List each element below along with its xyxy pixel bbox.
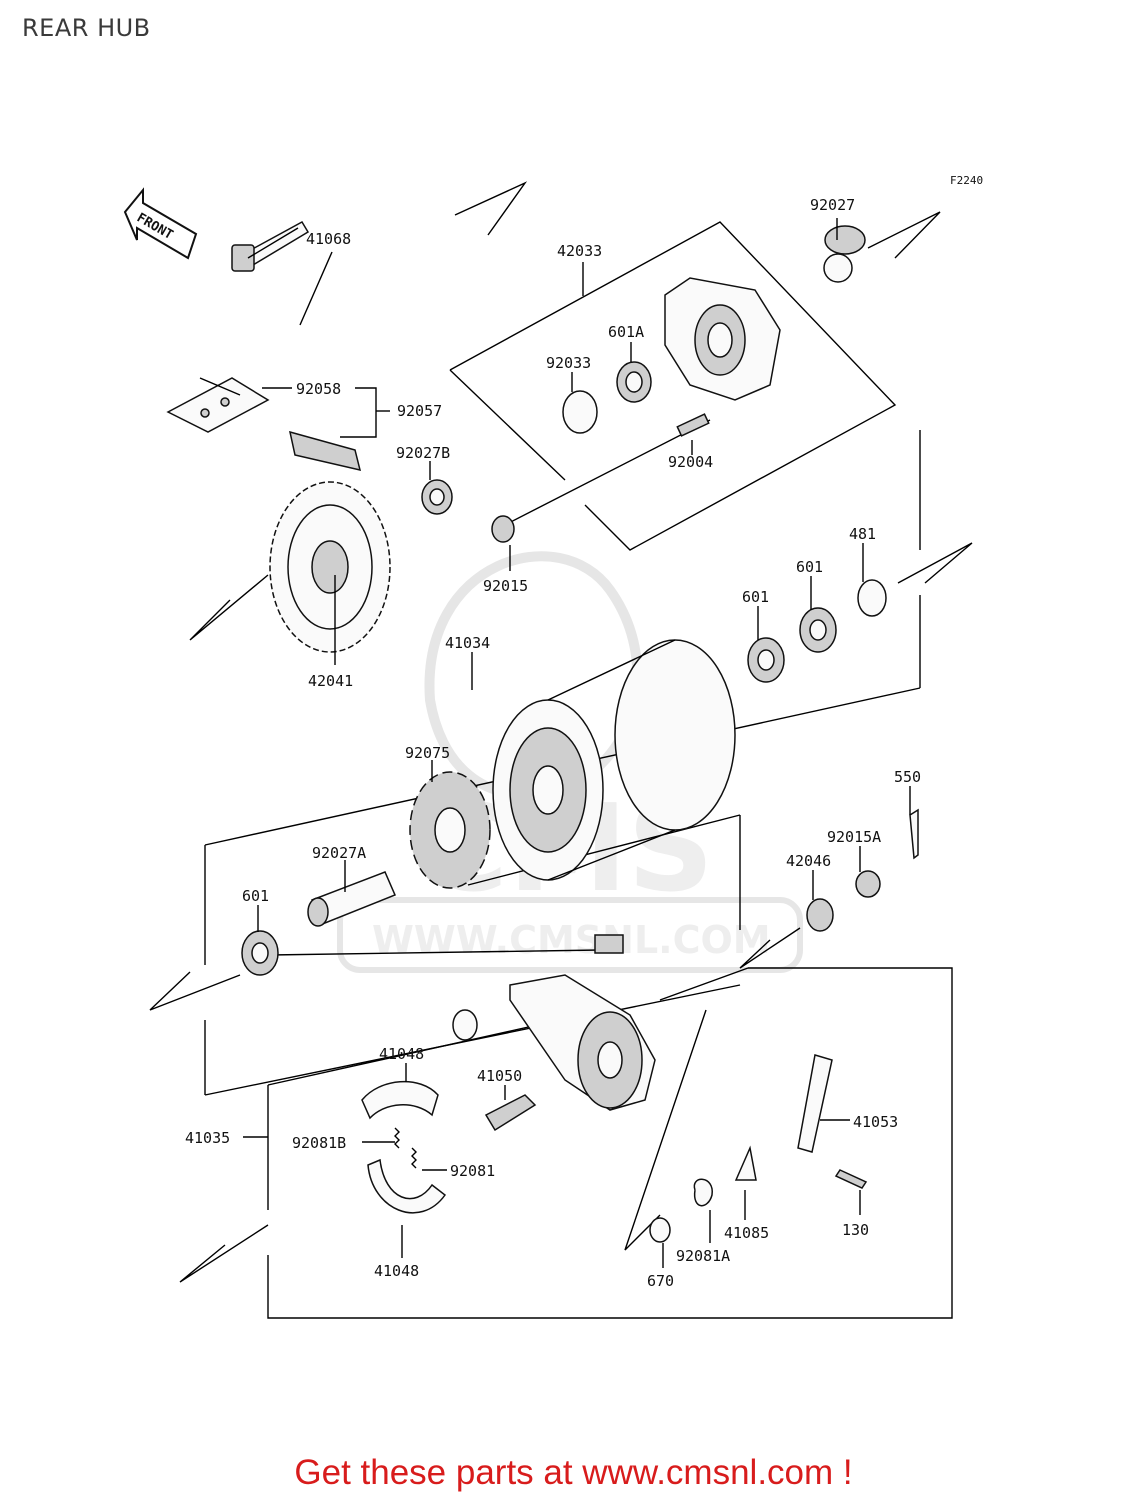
part-label-41053[interactable]: 41053	[853, 1113, 898, 1131]
part-label-41035[interactable]: 41035	[185, 1129, 230, 1147]
part-label-42041[interactable]: 42041	[308, 672, 353, 690]
rear-hub-part[interactable]	[492, 639, 736, 881]
brake-lever-part[interactable]	[797, 1054, 868, 1189]
part-label-601-outer[interactable]: 601	[796, 558, 823, 576]
part-label-130[interactable]: 130	[842, 1221, 869, 1239]
part-label-41048-lower[interactable]: 41048	[374, 1262, 419, 1280]
axle-nut-part[interactable]	[855, 870, 881, 898]
part-label-92075[interactable]: 92075	[405, 744, 450, 762]
part-label-481[interactable]: 481	[849, 525, 876, 543]
part-label-92057[interactable]: 92057	[397, 402, 442, 420]
sprocket-nut-part[interactable]	[491, 515, 515, 543]
bearing-right-part[interactable]	[747, 637, 785, 683]
front-arrow-icon: FRONT	[123, 187, 198, 260]
part-label-670[interactable]: 670	[647, 1272, 674, 1290]
part-label-41050[interactable]: 41050	[477, 1067, 522, 1085]
part-label-601-inner[interactable]: 601	[742, 588, 769, 606]
chain-link-part[interactable]	[166, 377, 362, 472]
part-labels: 41068 42033 92027 601A 92033 92058 92057…	[185, 196, 921, 1290]
part-label-41048-upper[interactable]: 41048	[379, 1045, 424, 1063]
nut-part[interactable]	[421, 479, 453, 515]
axle-part[interactable]	[231, 220, 310, 272]
cotter-pin-part[interactable]	[909, 808, 919, 860]
circlip-part[interactable]	[562, 390, 598, 434]
assembly-outlines	[149, 181, 973, 1319]
stud-part[interactable]	[676, 413, 710, 437]
part-label-92015A[interactable]: 92015A	[827, 828, 881, 846]
part-label-92015[interactable]: 92015	[483, 577, 528, 595]
page-title: REAR HUB	[22, 14, 151, 42]
part-label-41068[interactable]: 41068	[306, 230, 351, 248]
brake-cam-part[interactable]	[484, 1094, 537, 1132]
bearing-left-part[interactable]	[241, 930, 279, 976]
part-label-42033[interactable]: 42033	[557, 242, 602, 260]
hub-damper-part[interactable]	[409, 771, 491, 889]
footer-cta-link[interactable]: Get these parts at www.cmsnl.com !	[294, 1453, 853, 1492]
return-spring-part[interactable]	[693, 1178, 713, 1207]
bearing-right-outer-part[interactable]	[799, 607, 837, 653]
part-label-42046[interactable]: 42046	[786, 852, 831, 870]
rear-sprocket-part[interactable]	[269, 481, 391, 653]
part-label-92081A[interactable]: 92081A	[676, 1247, 730, 1265]
part-label-92033[interactable]: 92033	[546, 354, 591, 372]
part-label-92027A[interactable]: 92027A	[312, 844, 366, 862]
diagram-code: F2240	[950, 174, 983, 187]
o-ring-part[interactable]	[649, 1217, 671, 1243]
part-label-601-left[interactable]: 601	[242, 887, 269, 905]
part-label-92027B[interactable]: 92027B	[396, 444, 450, 462]
leader-lines	[243, 218, 911, 1268]
part-label-550[interactable]: 550	[894, 768, 921, 786]
brake-panel-part[interactable]	[452, 934, 656, 1111]
brake-springs-part[interactable]	[394, 1127, 417, 1169]
circlip-right-part[interactable]	[857, 579, 887, 617]
spacer-part[interactable]	[806, 898, 834, 932]
part-label-92081[interactable]: 92081	[450, 1162, 495, 1180]
brake-shoe-lower-part[interactable]	[367, 1158, 447, 1214]
part-label-92004[interactable]: 92004	[668, 453, 713, 471]
sprocket-flange-part[interactable]	[664, 277, 781, 401]
wear-indicator-part[interactable]	[734, 1145, 757, 1181]
part-label-41085[interactable]: 41085	[724, 1224, 769, 1242]
brake-shoe-upper-part[interactable]	[361, 1081, 439, 1120]
part-label-92058[interactable]: 92058	[296, 380, 341, 398]
part-label-41034[interactable]: 41034	[445, 634, 490, 652]
part-label-92027[interactable]: 92027	[810, 196, 855, 214]
part-label-601A[interactable]: 601A	[608, 323, 644, 341]
watermark-url: WWW.CMSNL.COM	[372, 918, 771, 962]
part-label-92081B[interactable]: 92081B	[292, 1134, 346, 1152]
hub-collar-part[interactable]	[307, 871, 396, 927]
bearing-part[interactable]	[616, 361, 652, 403]
collar-part[interactable]	[823, 225, 866, 283]
rear-hub-exploded-diagram: CMS WWW.CMSNL.COM F2240 FRONT	[123, 174, 983, 1319]
